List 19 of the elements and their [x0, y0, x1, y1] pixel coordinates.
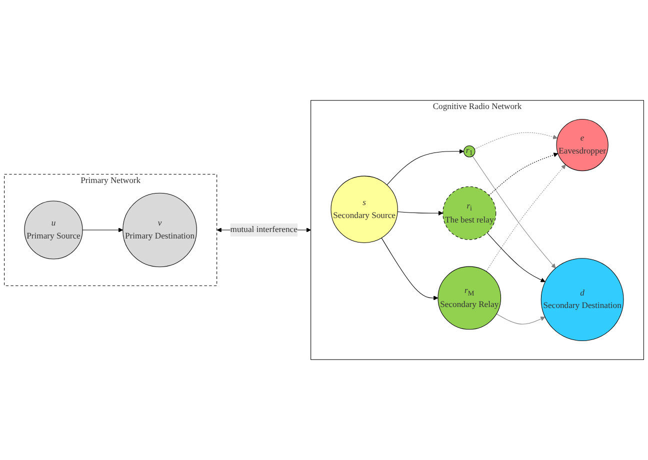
- arrow: [496, 314, 546, 324]
- arrow: [486, 232, 546, 282]
- arrow: [474, 132, 558, 150]
- arrow: [397, 210, 444, 216]
- node-circle: r$_{1}$: [464, 146, 476, 158]
- edge-label: mutual interference: [230, 225, 298, 234]
- arrow: [472, 156, 556, 268]
- node-circle: r$_{M}$ Secondary Relay: [438, 266, 502, 330]
- node-circle: d Secondary Destination: [540, 258, 624, 342]
- node-circle: r$_{i}$ The best relay: [442, 186, 496, 240]
- node-circle: v Primary Destination: [122, 192, 197, 268]
- arrow: [381, 238, 438, 300]
- node-circle: e Eavesdropper: [556, 118, 608, 172]
- arrow: [488, 152, 558, 196]
- node-circle: u Primary Source: [24, 200, 83, 260]
- node-circle: s Secondary Source: [330, 176, 398, 243]
- arrow: [386, 149, 464, 186]
- arrow: [486, 164, 566, 272]
- arrow: [82, 228, 124, 232]
